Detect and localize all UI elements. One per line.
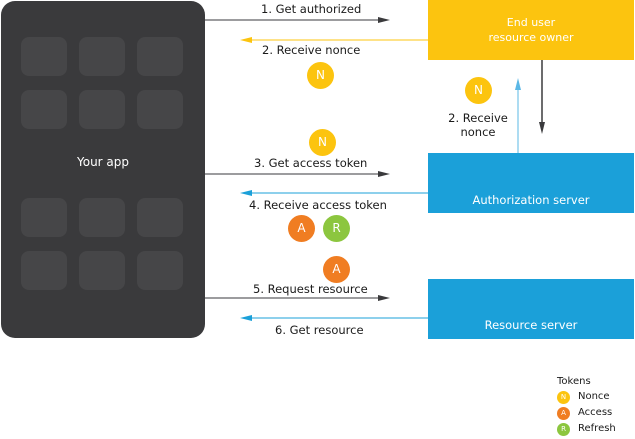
step-5-label: 5. Request resource <box>253 282 368 296</box>
resource-server-box: Resource server <box>428 279 634 339</box>
side-step-line1: 2. Receive <box>448 111 508 125</box>
legend-access-label: Access <box>578 407 613 418</box>
legend-title: Tokens <box>557 376 591 387</box>
step-3-label: 3. Get access token <box>254 156 368 170</box>
step-1-label: 1. Get authorized <box>261 2 362 16</box>
nonce-token-icon: N <box>465 77 492 104</box>
arrowhead <box>515 78 521 90</box>
nonce-token-icon: N <box>307 62 334 89</box>
resource-owner-label: resource owner <box>488 31 574 44</box>
arrowhead <box>378 171 390 177</box>
app-tile <box>137 198 183 237</box>
step-2-label: 2. Receive nonce <box>262 43 361 57</box>
app-tile <box>79 90 125 129</box>
nonce-token-icon: N <box>309 129 336 156</box>
legend-access-icon: A <box>557 407 570 420</box>
app-tile <box>21 251 67 290</box>
authorization-server-label: Authorization server <box>472 193 590 207</box>
side-step-line2: nonce <box>460 125 496 139</box>
side-step-label: 2. Receive nonce <box>448 111 508 139</box>
app-label: Your app <box>76 155 130 169</box>
arrowhead <box>240 190 252 196</box>
arrowhead <box>378 17 390 23</box>
step-6-label: 6. Get resource <box>275 323 364 337</box>
app-tile <box>137 251 183 290</box>
arrowhead <box>240 37 252 43</box>
app-tile <box>21 90 67 129</box>
app-tile <box>79 198 125 237</box>
end-user-box: End user resource owner <box>428 0 634 60</box>
arrowhead <box>539 122 545 134</box>
authorization-server-box: Authorization server <box>428 153 634 213</box>
end-user-label: End user <box>506 16 556 29</box>
refresh-token-icon: R <box>323 215 350 242</box>
app-tile <box>137 90 183 129</box>
arrowhead <box>378 295 390 301</box>
resource-server-label: Resource server <box>484 318 578 332</box>
app-tile <box>79 37 125 76</box>
legend-nonce-label: Nonce <box>578 391 610 402</box>
arrowhead <box>240 315 252 321</box>
legend-nonce-icon: N <box>557 391 570 404</box>
step-4-label: 4. Receive access token <box>249 198 387 212</box>
your-app-device: Your app <box>1 1 205 338</box>
app-tile <box>137 37 183 76</box>
app-tile <box>21 198 67 237</box>
access-token-icon: A <box>323 256 350 283</box>
access-token-icon: A <box>288 215 315 242</box>
legend-refresh-icon: R <box>557 423 570 436</box>
legend-refresh-label: Refresh <box>578 423 616 434</box>
app-tile <box>21 37 67 76</box>
app-tile <box>79 251 125 290</box>
